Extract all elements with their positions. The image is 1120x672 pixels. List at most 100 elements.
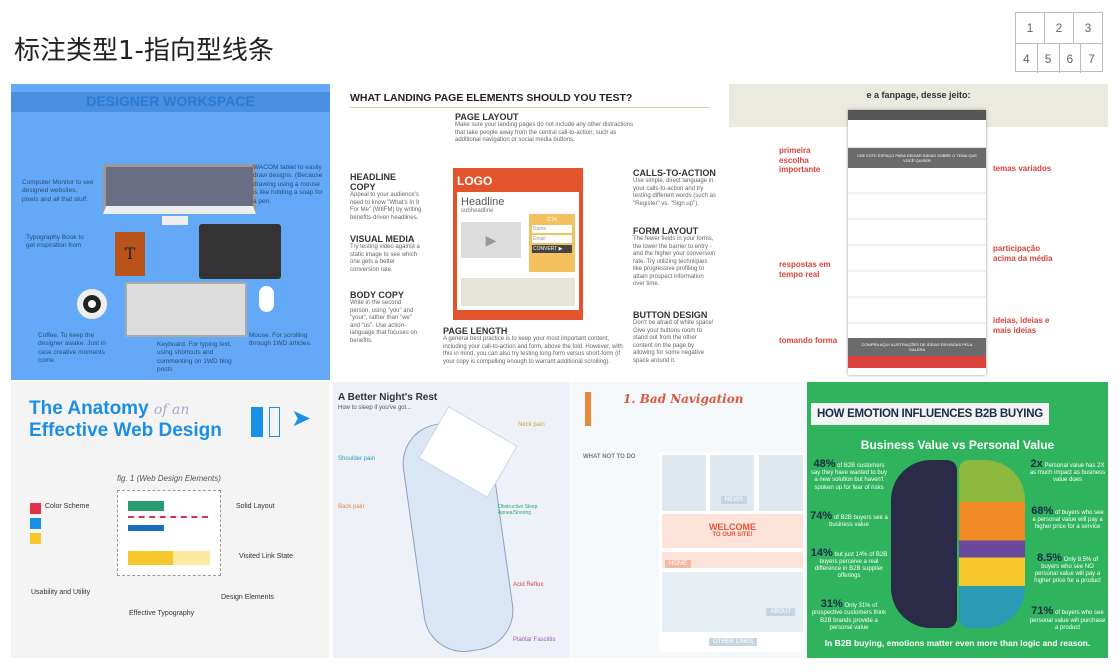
mock-subheadline: subheadline [461,208,494,214]
panel-subtitle: How to sleep if you've got... [338,405,412,411]
stat-text: of B2B customers say they have wanted to… [810,463,888,491]
image-landing-page-elements: WHAT LANDING PAGE ELEMENTS SHOULD YOU TE… [333,84,723,380]
fig-sub: (Web Design Elements) [136,474,221,483]
panel-title: 1. Bad Navigation [623,392,744,406]
label-shoulder-pain: Shoulder pain [338,456,376,462]
about-link[interactable]: ABOUT [766,608,795,616]
welcome-text: WELCOME [709,522,756,532]
section-text: Make sure your landing pages do not incl… [455,122,634,143]
note-keyboard: Keyboard. For typing text, using shortcu… [157,341,232,374]
stat-71: 71% of buyers who see personal value wil… [1029,605,1106,632]
label-sleep-apnea: Obstructive Sleep Apnea/Snoring [498,504,538,516]
label-ideias: ideias, ideias e mais ideias [993,316,1050,335]
home-link[interactable]: HOME [665,560,691,568]
label-primeira-escolha: primeira escolha importante [779,146,821,175]
stat-value: 14% [810,546,833,559]
stat-31: 31% Only 31% of prospective customers th… [810,598,888,632]
other-links-link[interactable]: OTHER LINKS [709,638,758,646]
section-text: Appeal to your audience's need to know "… [350,192,422,221]
what-not-to-do-heading: WHAT NOT TO DO [583,454,636,460]
section-heading: VISUAL MEDIA [350,234,415,244]
stat-48: 48% of B2B customers say they have wante… [810,458,888,492]
section-heading: FORM LAYOUT [633,226,699,236]
label-back-pain: Back pain [338,504,365,510]
stat-text: Only 8.5% of buyers who see NO personal … [1034,556,1101,585]
section-text: Don't be afraid of white space! Give you… [633,320,714,364]
stats-left-column: 48% of B2B customers say they have wante… [810,458,888,632]
stat-value: 31% [820,598,843,611]
mock-convert-button: CONVERT ▶ [532,245,572,253]
panel-title: e a fanpage, desse jeito: [866,90,971,100]
section-heading: CALLS-TO-ACTION [633,168,716,178]
label-plantar-fasciitis: Plantar Fasciitis [513,637,556,643]
color-swatch-yellow [30,533,41,544]
image-emotion-b2b: HOW EMOTION INFLUENCES B2B BUYING Busine… [807,382,1108,658]
grid-cell-4: 4 [1023,51,1030,66]
section-text: Write in the second person, using "you" … [350,300,418,344]
pen-icon [269,407,280,437]
grid-cell-1: 1 [1026,21,1034,35]
welcome-subtext: TO OUR SITE! [712,532,753,538]
stat-2x: 2x Personal value has 2X as much impact … [1029,458,1106,485]
coffee-icon [77,289,107,319]
label-participacao: participação acima da média [993,244,1053,263]
stat-8-5: 8.5% Only 8.5% of buyers who see NO pers… [1029,552,1106,586]
fanpage-mockup: USE ESTE ESPAÇO PARA DEIXAR IDEIAS SOBRE… [848,110,986,375]
fig-caption: fig. 1 (Web Design Elements) [117,474,221,483]
section-heading: PAGE LAYOUT [455,112,519,122]
panel-footer: In B2B buying, emotions matter even more… [824,638,1091,648]
section-text: A general best practice is to keep your … [443,336,623,365]
stat-text: Personal value has 2X as much impact as … [1029,463,1106,484]
nav-mockup: NEWS WELCOME TO OUR SITE! HOME ABOUT OTH… [659,452,804,652]
tablet-icon [199,224,281,279]
wireframe-diagram [117,490,221,576]
stat-value: 74% [810,509,833,522]
news-link[interactable]: NEWS [721,496,747,504]
panel-title: A Better Night's Rest [338,392,438,403]
label-acid-reflux: Acid Reflux [513,582,544,588]
title-line-2: Effective Web Design [29,419,222,441]
mock-body: Headline subheadline ▶ CTA Name Email CO… [457,192,579,310]
color-swatch-red [30,503,41,514]
section-heading: HEADLINE COPY [350,172,397,192]
note-coffee: Coffee. To keep the designer awake. Just… [38,332,106,365]
monitor-stand [162,216,188,225]
label-visited-link-state: Visited Link State [239,553,293,560]
landing-page-mockup: LOGO Headline subheadline ▶ CTA Name Ema… [453,168,583,320]
mock-headline: Headline [461,196,505,208]
mock-bottom-banner: COMPRA AQUI ILUSTRAÇÕES DE IDEIAS ENVIAD… [848,338,986,356]
nav-bar: HOME [662,552,803,568]
label-temas-variados: temas variados [993,164,1052,173]
mock-logo: LOGO [457,174,493,188]
note-tablet: WACOM tablet to easily draw designs. (Be… [253,164,323,205]
title-line-1: The Anatomy [29,398,149,419]
stat-text: but just 14% of B2B buyers perceive a re… [814,551,888,580]
brain-left-hemisphere [891,460,957,628]
stat-text: Only 31% of prospective customers think … [811,603,887,631]
grid-cell-7: 7 [1080,44,1102,73]
section-heading: PAGE LENGTH [443,326,508,336]
mock-banner: USE ESTE ESPAÇO PARA DEIXAR IDEIAS SOBRE… [848,148,986,168]
image-fanpage: e a fanpage, desse jeito: USE ESTE ESPAÇ… [729,84,1108,380]
section-text: Try testing video against a static image… [350,244,420,273]
brain-right-hemisphere [959,460,1025,628]
stats-right-column: 2x Personal value has 2X as much impact … [1029,458,1106,632]
fig-label: fig. 1 [117,474,135,483]
panel-title: HOW EMOTION INFLUENCES B2B BUYING [811,403,1049,425]
page-title: 标注类型1-指向型线条 [14,36,274,66]
color-swatch-blue [30,518,41,529]
label-neck-pain: Neck pain [518,422,545,428]
panel-subtitle: Business Value vs Personal Value [860,438,1055,452]
mock-red-button [848,356,986,368]
panel-title: DESIGNER WORKSPACE [86,93,255,109]
mock-cta-label: CTA [547,217,557,223]
section-heading: BUTTON DESIGN [633,310,708,320]
